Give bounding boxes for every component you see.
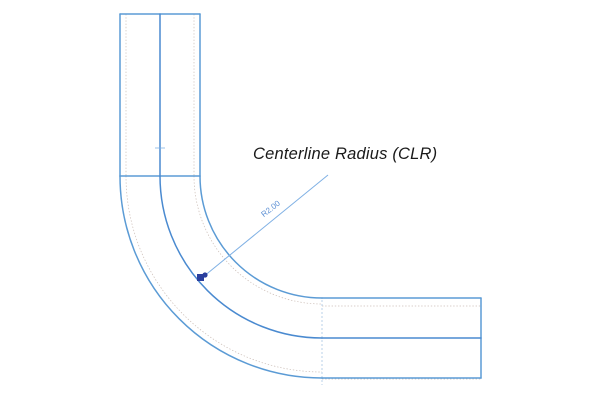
centerline-bend-arc	[159, 175, 323, 339]
centerline-radius-label: Centerline Radius (CLR)	[253, 145, 438, 163]
bend-outer-arc	[119, 175, 323, 379]
leader-line-segment	[202, 174, 329, 278]
leader-arrowhead-marker	[197, 274, 204, 281]
leader-arrowhead-dot	[202, 272, 208, 278]
pipe-outline	[113, 13, 482, 385]
construction-arc-inner	[193, 175, 323, 305]
bend-inner-arc	[199, 175, 323, 299]
centerline-path	[159, 13, 482, 339]
outer-wall-profile	[113, 14, 481, 385]
radius-leader-line	[197, 174, 329, 281]
construction-lines	[125, 14, 481, 380]
construction-arc-outer	[125, 175, 323, 373]
